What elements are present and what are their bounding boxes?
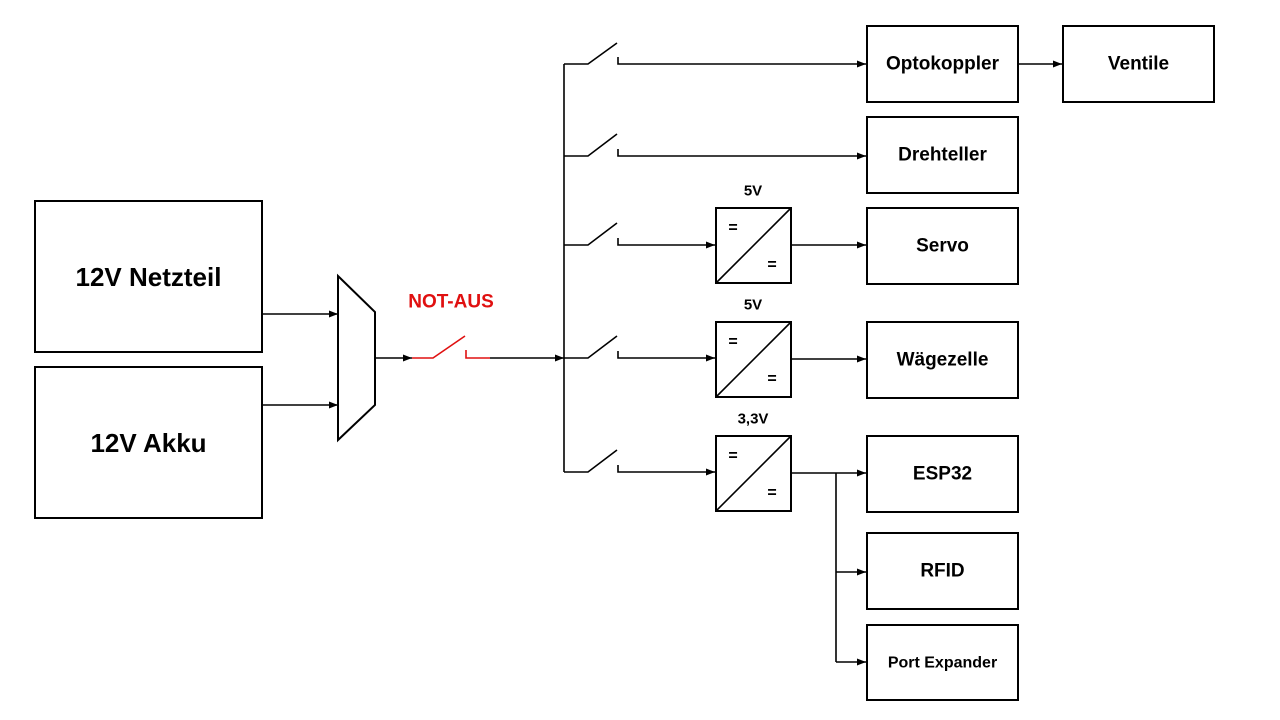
load-optokoppler: Optokoppler <box>866 25 1019 103</box>
load-port-expander-label: Port Expander <box>888 655 997 672</box>
source-akku-label: 12V Akku <box>90 428 206 458</box>
converter-1-out-symbol: = <box>767 257 776 274</box>
branch-switch-5 <box>564 449 715 476</box>
dc-converter-3: = = 3,3V <box>715 411 792 512</box>
branch-switch-3 <box>564 222 715 249</box>
dc-converter-1: = = 5V <box>715 183 792 284</box>
converter-1-in-symbol: = <box>728 220 737 237</box>
branch-switch-4 <box>564 335 715 362</box>
emergency-stop-label: NOT-AUS <box>408 292 494 313</box>
load-waegezelle-label: Wägezelle <box>897 350 989 371</box>
load-ventile: Ventile <box>1062 25 1215 103</box>
load-servo: Servo <box>866 207 1019 285</box>
load-esp32: ESP32 <box>866 435 1019 513</box>
emergency-stop-switch: NOT-AUS <box>408 292 494 359</box>
dc-converter-2: = = 5V <box>715 297 792 398</box>
branch-switch-1 <box>564 42 866 68</box>
converter-3-in-symbol: = <box>728 448 737 465</box>
converter-2-in-symbol: = <box>728 334 737 351</box>
load-servo-label: Servo <box>916 236 969 257</box>
source-netzteil: 12V Netzteil <box>34 200 263 353</box>
converter-2-out-symbol: = <box>767 371 776 388</box>
load-port-expander: Port Expander <box>866 624 1019 701</box>
load-esp32-label: ESP32 <box>913 464 972 485</box>
combiner-symbol <box>337 273 376 443</box>
source-netzteil-label: 12V Netzteil <box>76 262 222 292</box>
load-rfid: RFID <box>866 532 1019 610</box>
load-ventile-label: Ventile <box>1108 54 1169 75</box>
converter-1-voltage: 5V <box>744 183 762 200</box>
converter-3-out-symbol: = <box>767 485 776 502</box>
load-rfid-label: RFID <box>920 561 964 582</box>
branch-switch-2 <box>564 133 866 160</box>
converter-3-voltage: 3,3V <box>738 411 769 428</box>
source-akku: 12V Akku <box>34 366 263 519</box>
load-drehteller-label: Drehteller <box>898 145 987 166</box>
load-drehteller: Drehteller <box>866 116 1019 194</box>
load-waegezelle: Wägezelle <box>866 321 1019 399</box>
load-optokoppler-label: Optokoppler <box>886 54 1000 75</box>
converter-2-voltage: 5V <box>744 297 762 314</box>
